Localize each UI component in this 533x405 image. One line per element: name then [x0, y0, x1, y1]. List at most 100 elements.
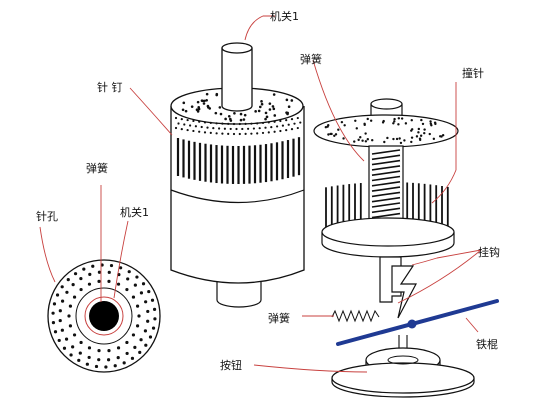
disc-dot	[383, 140, 386, 144]
label-hook: 挂钩	[478, 245, 500, 259]
cylinder-band-dot	[238, 132, 241, 136]
cylinder-band-dot	[200, 125, 203, 129]
pinhole-dot	[85, 362, 89, 366]
cylinder-dot	[202, 102, 206, 105]
spring-turn	[371, 212, 401, 219]
cylinder-dot	[227, 115, 231, 118]
disc-dot	[364, 132, 367, 135]
pinhole-dot	[60, 328, 64, 332]
cylinder-band-dot	[192, 119, 195, 123]
cylinder-band-dot	[221, 122, 224, 125]
disc-dot	[395, 137, 399, 141]
disc-dot	[410, 136, 414, 139]
cylinder-dot	[286, 112, 289, 116]
cylinder-band-dot	[247, 127, 250, 130]
spring-turn	[371, 191, 401, 198]
needle-nails	[176, 137, 301, 184]
cylinder-band-dot	[276, 125, 279, 128]
pinhole-dot	[97, 279, 101, 283]
cylinder-band-dot	[180, 118, 183, 121]
pinhole-dot	[55, 293, 60, 297]
cylinder-band-dot	[227, 132, 230, 135]
pinhole-dot	[113, 364, 117, 368]
disc-dot	[399, 141, 403, 145]
label-switch1-top: 机关1	[270, 9, 299, 23]
cylinder-band-dot	[299, 121, 302, 124]
pinhole-dot	[87, 355, 91, 360]
pinhole-dot	[72, 295, 77, 299]
cylinder-band-dot	[212, 126, 215, 130]
pinhole-dot	[52, 302, 57, 306]
cylinder-band-dot	[227, 122, 230, 125]
cylinder-dot	[290, 99, 294, 102]
pinhole-dot	[133, 345, 137, 349]
disc-dot	[421, 122, 425, 126]
cylinder-band-dot	[186, 118, 189, 122]
cylinder-band-dot	[174, 126, 178, 130]
pinhole-dot	[152, 307, 157, 312]
cylinder-band-dot	[267, 121, 270, 124]
disc-dot	[423, 131, 426, 135]
cylinder-band-dot	[264, 126, 267, 129]
label-button: 按钮	[220, 358, 242, 372]
cylinder-dot	[260, 100, 263, 103]
pinhole-dot	[125, 287, 129, 292]
disc-dot	[369, 119, 373, 122]
pinhole-dot	[62, 346, 67, 350]
pinhole-dot	[72, 333, 77, 337]
pinhole-dot	[144, 300, 148, 304]
cylinder-dot	[268, 108, 272, 111]
pinhole-dot	[106, 358, 111, 362]
pinhole-dot	[143, 329, 148, 333]
pinhole-dot	[126, 277, 130, 281]
pinhole-dot	[138, 350, 142, 354]
pinhole-dot	[109, 263, 114, 268]
pinhole-dot	[107, 279, 111, 283]
disc-dot	[404, 122, 408, 125]
cylinder-band-dot	[296, 126, 299, 130]
disc-dot	[363, 123, 366, 127]
cylinder-dot	[181, 108, 185, 112]
pinhole-dot	[97, 349, 101, 353]
cylinder-dot	[197, 106, 201, 109]
pinhole-dot	[135, 275, 139, 279]
disc-dot	[340, 120, 344, 124]
pinhole-dot	[64, 337, 69, 341]
pinhole-dot	[148, 335, 153, 339]
cylinder-band-dot	[287, 123, 290, 126]
pinhole-dot	[73, 272, 78, 276]
cylinder-dot	[257, 109, 261, 113]
pinhole-dot	[67, 314, 71, 318]
label-striker: 撞针	[462, 66, 484, 80]
disc-dot	[410, 119, 413, 122]
pinhole-dot	[141, 282, 146, 286]
disc-dot	[326, 125, 329, 128]
cylinder-dot	[190, 105, 194, 108]
pinhole-dot	[153, 317, 157, 321]
pinhole-dot	[147, 289, 151, 294]
cylinder-dot	[264, 117, 267, 121]
disc-dot	[355, 127, 358, 130]
spring-turn	[371, 181, 401, 187]
iron-rod	[336, 299, 499, 346]
cylinder-band-dot	[232, 122, 236, 126]
pinhole-dot	[135, 324, 140, 328]
cylinder-band-dot	[209, 121, 212, 124]
cylinder-band-dot	[293, 122, 296, 125]
pinhole-dot	[60, 285, 64, 289]
pinhole-dot	[135, 304, 140, 308]
disc-dot	[397, 117, 401, 120]
cylinder-band-dot	[192, 129, 195, 133]
pinhole-dot	[65, 290, 69, 294]
label-spring-left: 弹簧	[86, 161, 108, 175]
pinhole-dot	[71, 283, 75, 287]
cylinder-band-dot	[285, 129, 288, 132]
disc-dot	[420, 118, 423, 122]
cylinder-dot	[200, 99, 204, 102]
cylinder-dot	[273, 114, 277, 117]
cylinder-band-dot	[250, 122, 253, 125]
pinhole-dot	[97, 270, 102, 274]
cylinder-band-dot	[206, 126, 209, 129]
spring-turn	[371, 165, 401, 171]
cylinder-band-dot	[258, 127, 261, 130]
